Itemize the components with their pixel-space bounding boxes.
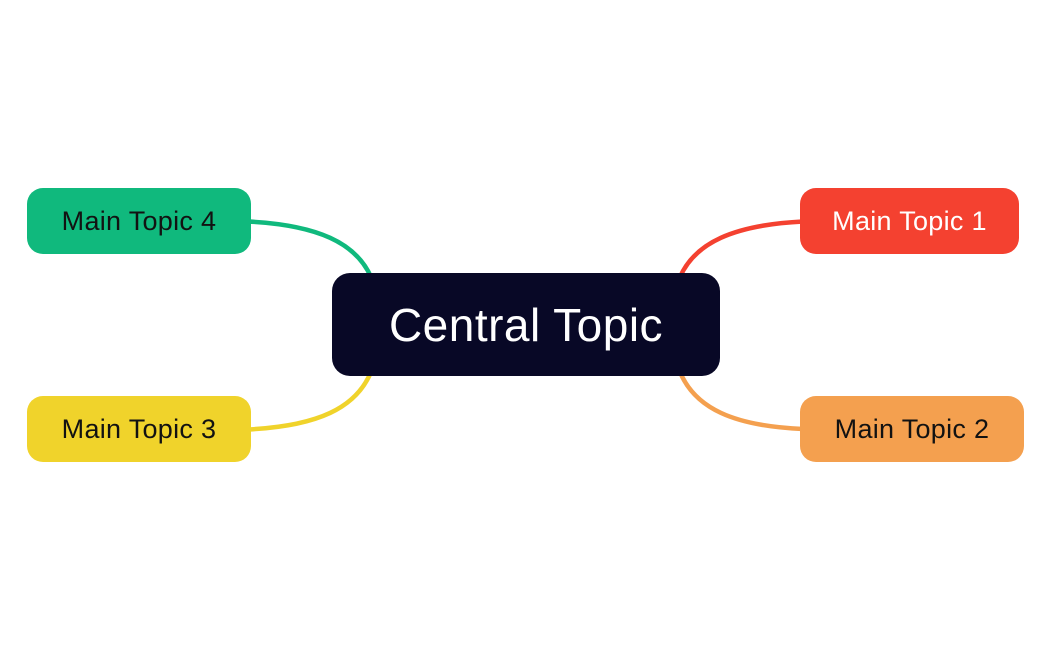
main-topic-3-label: Main Topic 3 [61,413,217,444]
node-central-topic[interactable]: Central Topic [332,273,720,376]
central-topic-label: Central Topic [388,298,664,351]
connector-main-topic-2 [677,369,806,432]
node-main-topic-4[interactable]: Main Topic 4 [27,188,251,254]
node-main-topic-2[interactable]: Main Topic 2 [800,396,1024,462]
connector-main-topic-3 [245,369,374,432]
connector-main-topic-4 [245,219,374,280]
node-main-topic-3[interactable]: Main Topic 3 [27,396,251,462]
main-topic-1-label: Main Topic 1 [832,205,987,236]
main-topic-2-label: Main Topic 2 [834,413,990,444]
main-topic-4-label: Main Topic 4 [61,205,217,236]
connector-main-topic-1 [677,219,806,280]
node-main-topic-1[interactable]: Main Topic 1 [800,188,1019,254]
